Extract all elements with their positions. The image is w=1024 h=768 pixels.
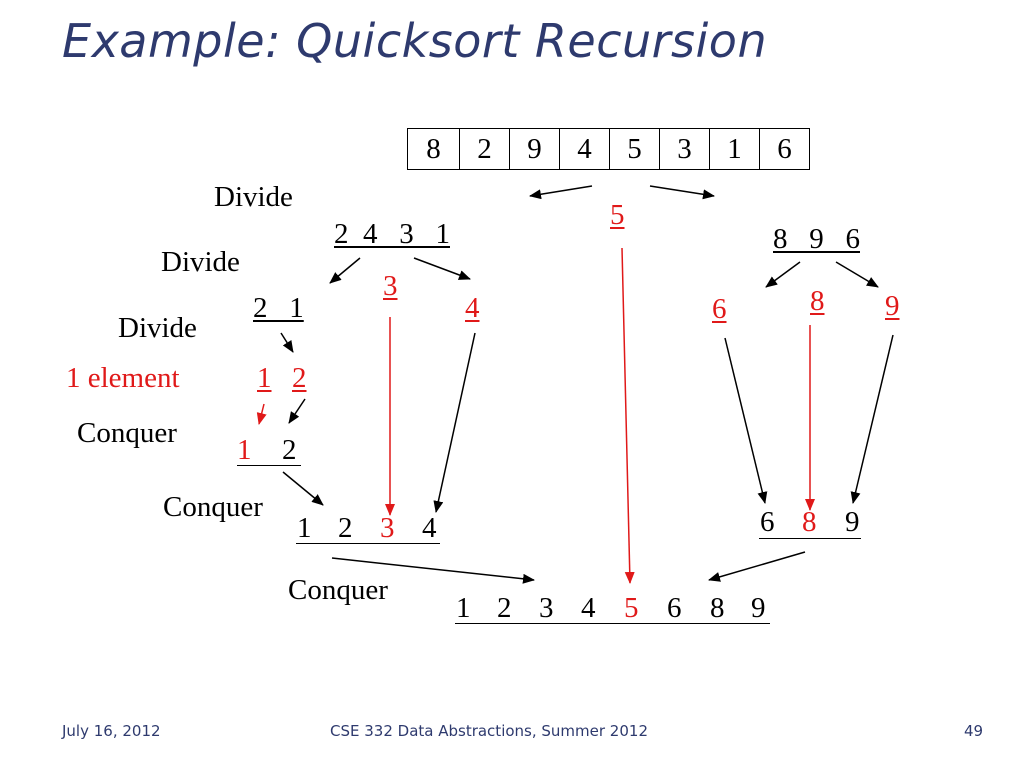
array-cell: 8 (426, 132, 441, 165)
right-merged-item: 6 (760, 506, 775, 538)
arrow-merge-right (708, 551, 806, 582)
final-item: 5 (624, 592, 639, 624)
divide-label: Divide (161, 246, 240, 278)
array-cell: 9 (509, 129, 559, 169)
conquer-label: Conquer (163, 491, 263, 523)
footer-page-number: 49 (964, 722, 984, 740)
array-cell: 5 (609, 129, 659, 169)
arrow-nine (850, 334, 894, 504)
arrow-right-split-a (765, 261, 801, 288)
arrow-six (724, 337, 768, 504)
arrow-conquer-2 (288, 398, 306, 424)
array-cell: 4 (559, 129, 609, 169)
array-cell: 2 (459, 129, 509, 169)
final-item: 4 (581, 592, 596, 624)
left-sub-left: 2 1 (253, 292, 304, 324)
arrow-merge-left (331, 557, 535, 584)
final-item: 9 (751, 592, 766, 624)
array-cell: 1 (709, 129, 759, 169)
one-element-label: 1 element (66, 362, 180, 394)
conquer-small-b: 2 (282, 434, 297, 466)
final-item: 8 (710, 592, 725, 624)
right-pivot: 8 (810, 285, 825, 317)
conquer-small-a: 1 (237, 434, 252, 466)
footer-date: July 16, 2012 (62, 722, 161, 740)
single-element: 2 (292, 362, 307, 394)
arrow-split-2-1 (280, 332, 294, 353)
footer-course: CSE 332 Data Abstractions, Summer 2012 (330, 722, 648, 740)
array-cell: 3 (659, 129, 709, 169)
arrow-divide-right (649, 185, 715, 200)
arrow-conquer-small (282, 471, 324, 506)
slide-title: Example: Quicksort Recursion (62, 14, 768, 68)
right-merged-item: 8 (802, 506, 817, 538)
final-item: 3 (539, 592, 554, 624)
final-item: 2 (497, 592, 512, 624)
conquer-label: Conquer (77, 417, 177, 449)
final-item: 6 (667, 592, 682, 624)
final-item: 1 (456, 592, 471, 624)
right-merged-item: 9 (845, 506, 860, 538)
conquer-label: Conquer (288, 574, 388, 606)
left-merged-item: 2 (338, 512, 353, 544)
input-array: 8 2 9 4 5 3 1 6 (407, 128, 810, 170)
left-sub-right: 4 (465, 292, 480, 324)
left-merged-item: 4 (422, 512, 437, 544)
divide-label: Divide (118, 312, 197, 344)
right-partition: 8 9 6 (773, 223, 860, 255)
arrow-four (433, 332, 476, 513)
conquer-small-underline (237, 465, 301, 466)
arrow-pivot-5 (621, 247, 635, 584)
pivot-five: 5 (610, 199, 625, 231)
array-cell: 6 (759, 129, 809, 169)
single-element: 1 (257, 362, 272, 394)
arrow-divide-left (529, 185, 593, 200)
left-merged-underline (296, 543, 440, 544)
right-sub-left: 6 (712, 293, 727, 325)
left-merged-item: 3 (380, 512, 395, 544)
left-partition: 2 4 3 1 (334, 218, 450, 250)
final-underline (455, 623, 770, 624)
arrow-left-split-b (413, 257, 471, 280)
right-merged-underline (759, 538, 861, 539)
arrow-left-split-a (329, 257, 361, 284)
right-sub-right: 9 (885, 290, 900, 322)
left-merged-item: 1 (297, 512, 312, 544)
arrow-right-split-b (835, 261, 879, 288)
left-pivot: 3 (383, 270, 398, 302)
divide-label: Divide (214, 181, 293, 213)
arrow-element-1 (256, 403, 267, 425)
